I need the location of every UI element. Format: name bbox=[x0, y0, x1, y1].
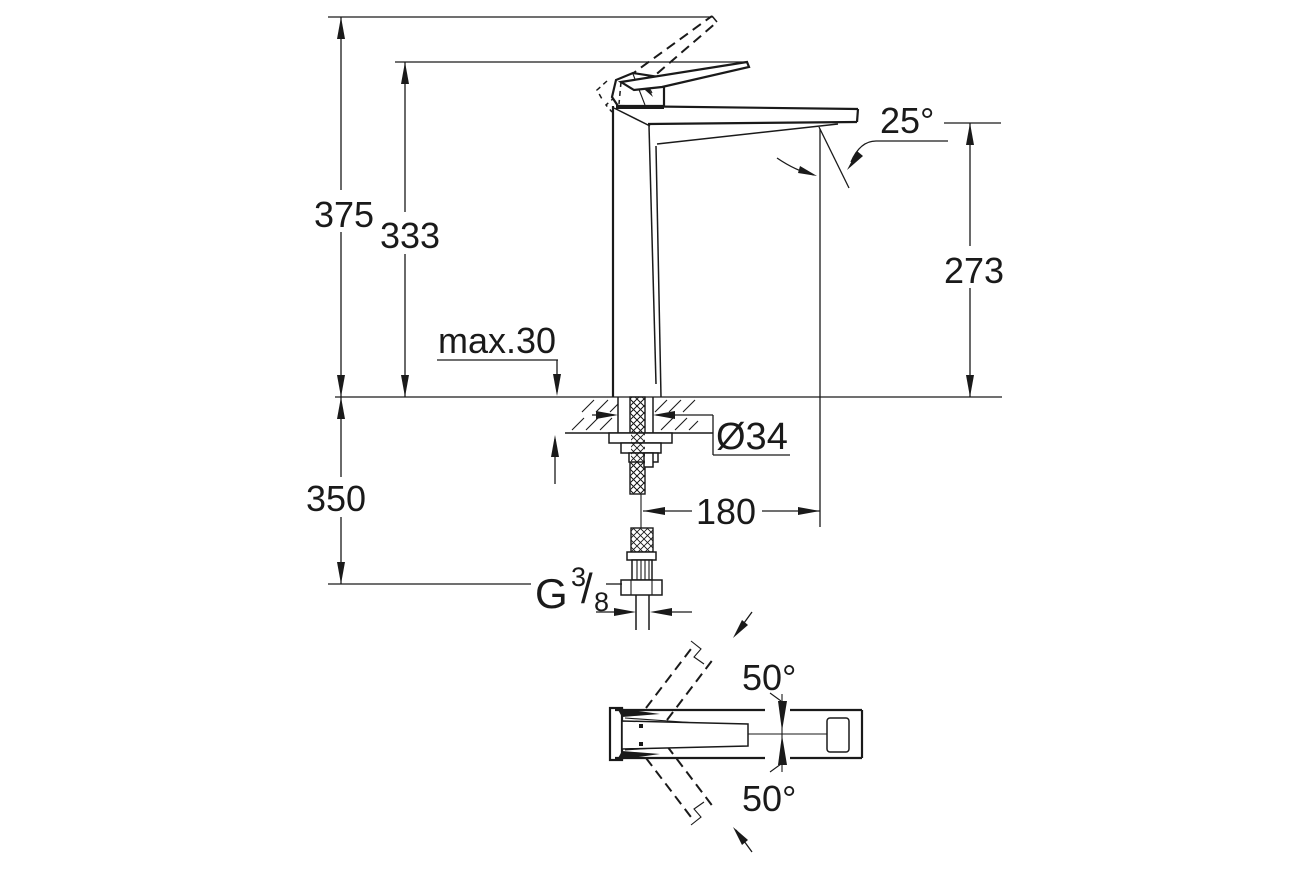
bottom-view-outlet bbox=[826, 717, 850, 753]
label-thread-prefix: G bbox=[535, 570, 568, 617]
hose-tube bbox=[635, 595, 650, 630]
hose-hex-nut bbox=[620, 579, 663, 596]
lever-end-cap bbox=[608, 706, 624, 762]
bottom-view: 50° 50° bbox=[608, 611, 864, 853]
side-view bbox=[335, 15, 1002, 630]
dim-counter-thickness: max.30 bbox=[437, 320, 561, 484]
swivel-center-arrows bbox=[778, 694, 787, 772]
dim-spout-height: 273 bbox=[940, 122, 1006, 397]
label-shank-diameter: Ø34 bbox=[716, 416, 788, 458]
label-lever-height: 333 bbox=[380, 215, 440, 256]
label-thread-numerator: 3 bbox=[571, 562, 586, 592]
faucet-lever bbox=[617, 60, 751, 92]
label-counter-thickness: max.30 bbox=[438, 320, 556, 361]
label-thread-denominator: 8 bbox=[594, 587, 609, 617]
label-thread-slash: / bbox=[581, 565, 593, 612]
spout-angle-reference bbox=[776, 126, 850, 527]
hose-braid bbox=[630, 527, 654, 553]
label-swivel-upper: 50° bbox=[742, 657, 796, 698]
supply-hose bbox=[620, 527, 663, 630]
label-below-counter: 350 bbox=[306, 478, 366, 519]
label-total-height: 375 bbox=[314, 194, 374, 235]
faucet-body bbox=[611, 104, 860, 398]
dim-spout-reach: 180 bbox=[643, 491, 820, 532]
hatch-right bbox=[654, 399, 699, 431]
lever-rotated-lower bbox=[645, 745, 715, 826]
label-spout-angle: 25° bbox=[880, 100, 934, 141]
dim-lever-height: 333 bbox=[376, 62, 440, 397]
dim-swivel-upper: 50° bbox=[733, 611, 796, 702]
dim-shank-diameter: Ø34 bbox=[592, 411, 790, 458]
dim-swivel-lower: 50° bbox=[733, 763, 796, 853]
lever-rotated-upper bbox=[645, 640, 715, 721]
dim-thread-size: G 3 / 8 bbox=[328, 562, 692, 617]
dim-total-height: 375 bbox=[310, 17, 374, 397]
mounting-hardware bbox=[608, 396, 673, 528]
lever-blade-plan bbox=[621, 720, 749, 750]
hose-collar bbox=[626, 551, 657, 561]
dim-below-counter: 350 bbox=[302, 397, 370, 584]
hatch-left bbox=[571, 399, 619, 431]
label-spout-reach: 180 bbox=[696, 491, 756, 532]
angle-arc-arrow bbox=[798, 166, 817, 176]
hose-connector bbox=[631, 559, 653, 581]
label-swivel-lower: 50° bbox=[742, 778, 796, 819]
dim-spout-angle: 25° bbox=[847, 100, 948, 170]
label-spout-height: 273 bbox=[944, 250, 1004, 291]
bottom-view-body bbox=[608, 706, 864, 762]
